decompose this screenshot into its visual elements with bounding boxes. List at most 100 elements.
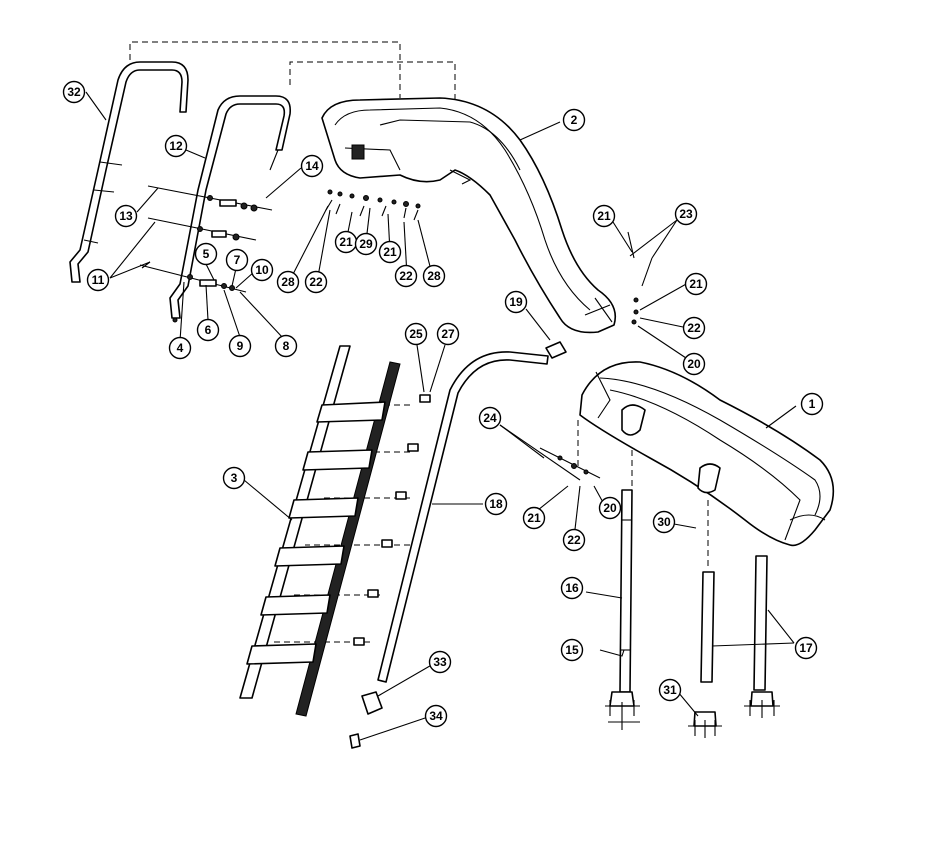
callout-22-b: 22 xyxy=(682,316,706,340)
callout-21-b: 21 xyxy=(522,506,546,530)
svg-text:28: 28 xyxy=(281,275,295,289)
svg-text:22: 22 xyxy=(567,533,581,547)
callout-6: 6 xyxy=(196,318,220,342)
small-fittings xyxy=(349,691,383,749)
callout-21-e: 21 xyxy=(378,240,402,264)
svg-text:14: 14 xyxy=(305,159,319,173)
callout-13: 13 xyxy=(114,204,138,228)
svg-text:4: 4 xyxy=(177,341,184,355)
callout-21-d: 21 xyxy=(334,230,358,254)
callout-1: 1 xyxy=(800,392,824,416)
callout-12: 12 xyxy=(164,134,188,158)
support-legs xyxy=(619,489,768,693)
svg-text:19: 19 xyxy=(509,295,523,309)
svg-text:20: 20 xyxy=(603,501,617,515)
svg-text:34: 34 xyxy=(429,709,443,723)
svg-text:1: 1 xyxy=(809,397,816,411)
svg-text:17: 17 xyxy=(799,641,813,655)
callout-4: 4 xyxy=(168,336,192,360)
svg-text:9: 9 xyxy=(237,339,244,353)
svg-text:13: 13 xyxy=(119,209,133,223)
callout-8: 8 xyxy=(274,334,298,358)
svg-text:6: 6 xyxy=(205,323,212,337)
callout-33: 33 xyxy=(428,650,452,674)
svg-text:20: 20 xyxy=(687,357,701,371)
svg-text:28: 28 xyxy=(427,269,441,283)
callout-20-b: 20 xyxy=(598,496,622,520)
ladder xyxy=(239,345,401,717)
ladder-screws xyxy=(353,394,431,646)
svg-text:18: 18 xyxy=(489,497,503,511)
svg-text:7: 7 xyxy=(234,253,241,267)
svg-text:27: 27 xyxy=(441,327,455,341)
svg-text:2: 2 xyxy=(571,113,578,127)
water-tube xyxy=(377,341,567,683)
callout-29: 29 xyxy=(354,232,378,256)
svg-text:21: 21 xyxy=(689,277,703,291)
callout-2: 2 xyxy=(562,108,586,132)
callout-22-a: 22 xyxy=(562,528,586,552)
callout-5: 5 xyxy=(194,242,218,266)
svg-text:25: 25 xyxy=(409,327,423,341)
svg-text:22: 22 xyxy=(687,321,701,335)
callout-24: 24 xyxy=(478,406,502,430)
callout-17: 17 xyxy=(794,636,818,660)
svg-text:21: 21 xyxy=(527,511,541,525)
callout-15: 15 xyxy=(560,638,584,662)
svg-text:29: 29 xyxy=(359,237,373,251)
svg-text:30: 30 xyxy=(657,515,671,529)
callout-32: 32 xyxy=(62,80,86,104)
callout-22-c: 22 xyxy=(304,270,328,294)
callout-9: 9 xyxy=(228,334,252,358)
tube-bracket-hardware xyxy=(539,447,601,479)
slide-upper-hardware xyxy=(325,189,421,221)
callout-28-a: 28 xyxy=(276,270,300,294)
handrail-inner xyxy=(169,95,292,319)
callout-22-d: 22 xyxy=(394,264,418,288)
callout-23: 23 xyxy=(674,202,698,226)
svg-text:23: 23 xyxy=(679,207,693,221)
svg-text:31: 31 xyxy=(663,683,677,697)
svg-text:21: 21 xyxy=(597,209,611,223)
svg-text:12: 12 xyxy=(169,139,183,153)
svg-text:21: 21 xyxy=(383,245,397,259)
callout-3: 3 xyxy=(222,466,246,490)
handrail-hardware xyxy=(139,185,273,323)
svg-text:15: 15 xyxy=(565,643,579,657)
callout-10: 10 xyxy=(250,258,274,282)
svg-text:8: 8 xyxy=(283,339,290,353)
callout-7: 7 xyxy=(225,248,249,272)
callout-28-b: 28 xyxy=(422,264,446,288)
callout-31: 31 xyxy=(658,678,682,702)
callout-25: 25 xyxy=(404,322,428,346)
svg-text:16: 16 xyxy=(565,581,579,595)
svg-text:22: 22 xyxy=(309,275,323,289)
callout-11: 11 xyxy=(86,268,110,292)
callout-20-a: 20 xyxy=(682,352,706,376)
svg-text:21: 21 xyxy=(339,235,353,249)
leader-lines xyxy=(85,91,797,741)
svg-text:33: 33 xyxy=(433,655,447,669)
callout-34: 34 xyxy=(424,704,448,728)
svg-text:22: 22 xyxy=(399,269,413,283)
callout-19: 19 xyxy=(504,290,528,314)
callout-16: 16 xyxy=(560,576,584,600)
svg-text:24: 24 xyxy=(483,411,497,425)
callout-14: 14 xyxy=(300,154,324,178)
callout-18: 18 xyxy=(484,492,508,516)
svg-text:3: 3 xyxy=(231,471,238,485)
leg-feet xyxy=(605,691,780,738)
svg-text:10: 10 xyxy=(255,263,269,277)
callout-21-a: 21 xyxy=(684,272,708,296)
callout-30: 30 xyxy=(652,510,676,534)
callout-27: 27 xyxy=(436,322,460,346)
svg-text:32: 32 xyxy=(67,85,81,99)
handrail-outer xyxy=(69,61,189,283)
svg-text:11: 11 xyxy=(92,273,105,287)
callout-21-c: 21 xyxy=(592,204,616,228)
slide-upper-section xyxy=(321,97,617,334)
callout-bubbles: 1 2 3 4 5 6 7 8 9 10 11 12 13 14 15 16 1… xyxy=(62,80,824,728)
slide-lower-section xyxy=(579,361,835,547)
